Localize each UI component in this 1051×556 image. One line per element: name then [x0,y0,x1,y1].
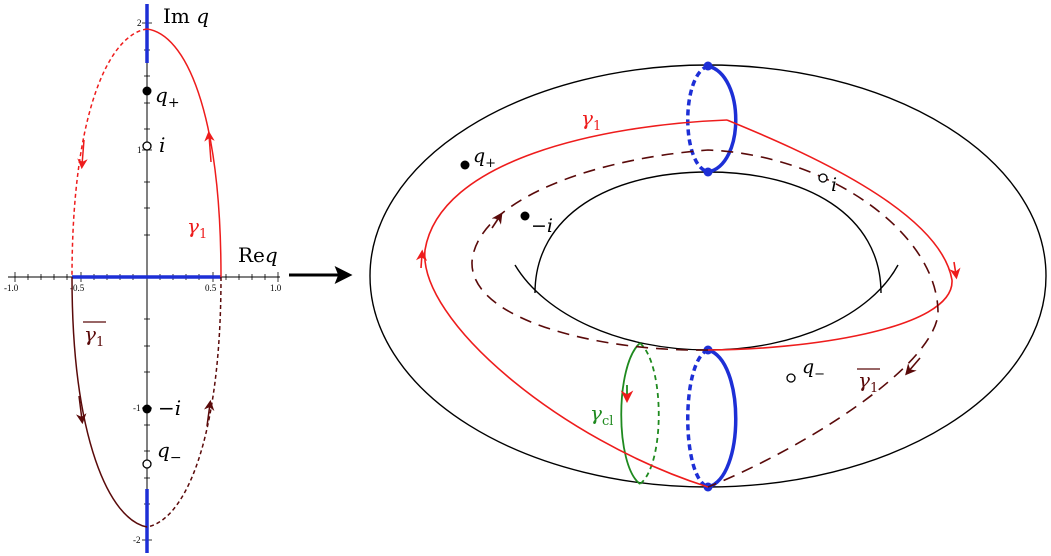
gamma1-arrow-dashed [77,139,88,170]
gamma1-contour-solid [146,28,222,278]
torus-gamma1-path-right [707,119,953,351]
real-axis-label: Req [238,243,278,267]
torus-gamma1-arrow-right [949,261,961,280]
gamma1bar-arrow [76,395,87,425]
label-i: i [159,133,165,157]
torus-label-q-minus: q− [802,356,825,382]
label-gamma1bar: γ1 [84,322,104,350]
torus-point-minus-i [520,211,530,221]
blue-cycle-top-solid [707,64,738,174]
y-tick-label: 1 [137,145,142,155]
label-minus-i: −i [158,396,181,420]
y-tick-label: -2 [133,535,141,545]
point-q-minus [142,459,152,469]
blue-cycle-bottom-dashed [686,348,709,489]
gamma-cl-cycle-dashed [639,342,660,485]
x-tick-label: -0.5 [70,283,85,293]
torus-gamma1bar-arrow-right [905,357,921,376]
y-tick-label: -1 [133,403,141,413]
torus-label-minus-i: −i [531,215,553,237]
imag-axis-label: Im q [163,4,209,28]
label-gamma1: γ1 [187,214,207,242]
torus-gamma1bar-path [471,149,939,488]
blue-cycle-top-dashed [686,64,709,174]
x-tick-label: -1.0 [4,283,19,293]
x-tick-label: 0.5 [205,283,217,293]
blue-cycle-bottom-solid [707,348,738,489]
torus-label-gamma1bar: γ1 [858,368,878,396]
blue-cycle-point [703,167,713,177]
point-i [142,141,152,151]
y-tick-label: 2 [137,18,142,28]
point-minus-i [142,404,152,414]
torus-inner-lower-arc [514,264,899,351]
torus-point-i [818,173,828,183]
blue-cycle-point [703,61,713,71]
torus-label-gamma1: γ1 [581,106,601,134]
label-q-minus: q− [157,438,182,466]
gamma1bar-arrow-dashed [203,399,215,427]
torus-point-q-plus [460,160,470,170]
torus-label-q-plus: q+ [473,145,496,171]
torus-gamma1-arrow-left [415,249,428,269]
torus-outer-outline [369,64,1047,488]
x-tick-label: 1.0 [270,283,282,293]
torus-point-q-minus [786,373,796,383]
gamma1bar-contour-dashed [146,276,222,528]
point-q-plus [142,86,152,96]
torus-label-gamma-cl: γcl [590,401,613,429]
complex-plane-panel: -1.0 -0.5 0.5 1.0 2 1 -1 -2 Im q Req q+ … [4,4,282,553]
torus-label-i: i [831,174,837,196]
imag-axis-ticks [142,22,152,541]
label-q-plus: q+ [155,83,180,111]
gamma1bar-contour-solid [71,276,148,528]
torus-gamma1bar-arrow-left [491,212,503,229]
gamma-cl-cycle-solid [620,342,641,485]
torus-panel: γ1 q+ −i i q− γ1 γcl [369,61,1047,492]
gamma1-arrow [204,130,215,163]
torus-inner-upper-arc [534,171,882,294]
gamma1-contour-dashed [71,28,148,278]
